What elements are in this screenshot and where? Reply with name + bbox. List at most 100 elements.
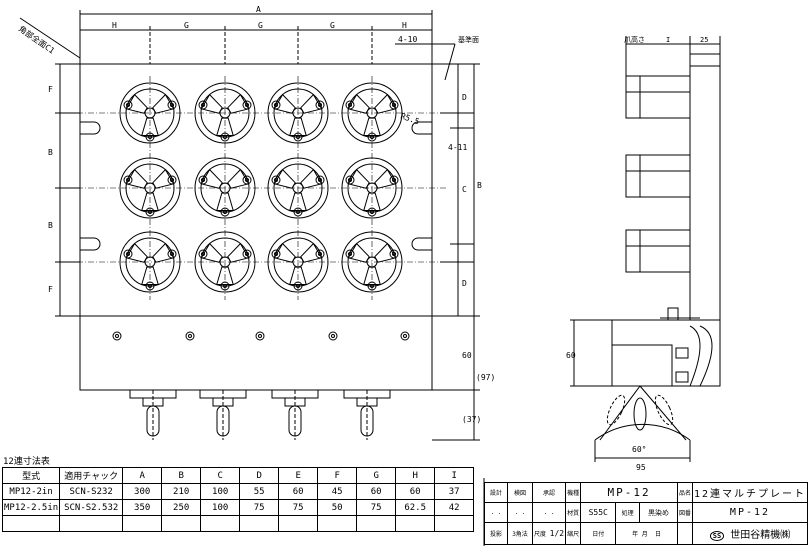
tb-projection-label: 投影: [484, 522, 508, 545]
tb-material-label: 材質: [565, 502, 582, 523]
tb-dots: . .: [531, 502, 567, 523]
table-header: E: [278, 467, 319, 484]
dim-4-11: 4-11: [448, 143, 467, 152]
table-cell: 75: [356, 499, 397, 516]
table-header: G: [356, 467, 397, 484]
tb-day: 日: [655, 531, 662, 538]
dim-d-top: D: [462, 93, 467, 102]
dimension-table-title: 12連寸法表: [3, 457, 50, 467]
tb-dots: . .: [484, 502, 508, 523]
table-cell: 37: [434, 483, 475, 500]
table-header: 型式: [1, 467, 61, 484]
tb-scale: 1/2: [549, 529, 565, 538]
dim-b-left-1: B: [48, 148, 53, 157]
notch-left-lower: [80, 237, 101, 251]
dim-60: 60: [462, 351, 472, 360]
datum-label: 基準面: [458, 35, 479, 44]
table-cell: SCN-S2.532: [59, 499, 124, 516]
tb-year: 年: [632, 531, 639, 538]
notch-right-upper: [411, 121, 432, 135]
dim-h-left: H: [112, 21, 117, 30]
table-header: D: [239, 467, 280, 484]
table-cell: 250: [161, 499, 202, 516]
side-dim-60: 60: [566, 351, 576, 360]
dim-f-top: F: [48, 85, 53, 94]
tb-drawing-no-label: 図番: [676, 502, 693, 523]
table-row: MP12-2in SCN-S232 300 210 100 55 60 45 6…: [1, 483, 475, 500]
table-cell: 350: [122, 499, 163, 516]
notch-right-lower: [411, 237, 432, 251]
tb-design: 設計: [484, 482, 508, 503]
table-header: F: [317, 467, 358, 484]
table-cell: MP12-2.5in: [1, 499, 61, 516]
table-cell: 60: [395, 483, 436, 500]
side-angle: 60°: [632, 445, 646, 454]
table-cell: 50: [317, 499, 358, 516]
table-header: I: [434, 467, 475, 484]
table-row: MP12-2.5in SCN-S2.532 350 250 100 75 75 …: [1, 499, 475, 516]
table-cell: 62.5: [395, 499, 436, 516]
table-cell: 75: [239, 499, 280, 516]
table-cell: 60: [356, 483, 397, 500]
tb-approve: 承認: [531, 482, 567, 503]
tb-treatment: 黒染め: [639, 502, 678, 523]
table-header: B: [161, 467, 202, 484]
title-block: 設計 検図 承認 機種 MP-12 品名 12連マルチプレート . . . . …: [484, 482, 808, 545]
table-header: H: [395, 467, 436, 484]
tb-drawing-no: MP-12: [691, 502, 808, 523]
table-row-empty: [1, 515, 475, 532]
plate-outline: [79, 63, 433, 391]
table-cell: 75: [278, 499, 319, 516]
table-cell: 210: [161, 483, 202, 500]
corner-chamfer-note: 角部全面C1: [17, 23, 57, 55]
table-cell: MP12-2in: [1, 483, 61, 500]
dim-h-right: H: [402, 21, 407, 30]
company-logo-icon: SS: [709, 531, 725, 541]
side-chuck-2: [625, 154, 691, 198]
tb-treatment-label: 処理: [615, 502, 640, 523]
tb-material: S55C: [580, 502, 617, 523]
dim-37: (37): [462, 415, 481, 424]
screw: [400, 331, 410, 341]
screw: [255, 331, 265, 341]
dim-g-3: G: [330, 21, 335, 30]
dim-a: A: [256, 5, 261, 14]
screw: [112, 331, 122, 341]
table-cell: 42: [434, 499, 475, 516]
side-dim-i: I: [666, 36, 670, 44]
table-cell: 100: [200, 483, 241, 500]
dim-r55: R5.5: [399, 111, 420, 126]
dim-d-bottom: D: [462, 279, 467, 288]
table-header: A: [122, 467, 163, 484]
dim-b-right: B: [477, 181, 482, 190]
tb-model: MP-12: [580, 482, 678, 503]
side-claw-height: 爪高さ: [624, 35, 645, 44]
side-dim-25: 25: [700, 36, 708, 44]
dim-4-10: 4-10: [398, 35, 417, 44]
side-chuck-3: [625, 229, 691, 273]
dim-g-1: G: [184, 21, 189, 30]
side-base: [611, 319, 721, 387]
table-cell: 100: [200, 499, 241, 516]
screw: [185, 331, 195, 341]
side-width: 95: [636, 463, 646, 472]
table-cell: 45: [317, 483, 358, 500]
tb-name: 12連マルチプレート: [691, 482, 808, 503]
dim-97: (97): [476, 373, 495, 382]
tb-projection: 3角法: [507, 522, 533, 545]
table-header: 適用チャック: [59, 467, 124, 484]
tb-model-label: 機種: [565, 482, 582, 503]
dim-f-bottom: F: [48, 285, 53, 294]
notch-left-upper: [80, 121, 101, 135]
tb-check: 検図: [507, 482, 533, 503]
table-cell: 60: [278, 483, 319, 500]
tb-scale-label: 尺度: [534, 531, 547, 538]
chuck-grid: [66, 76, 446, 300]
table-cell: SCN-S232: [59, 483, 124, 500]
tb-name-label: 品名: [676, 482, 693, 503]
tb-date-label: 日付: [580, 522, 617, 545]
side-plate: [689, 53, 721, 321]
tb-sheet-label: 縮尺: [565, 522, 582, 545]
